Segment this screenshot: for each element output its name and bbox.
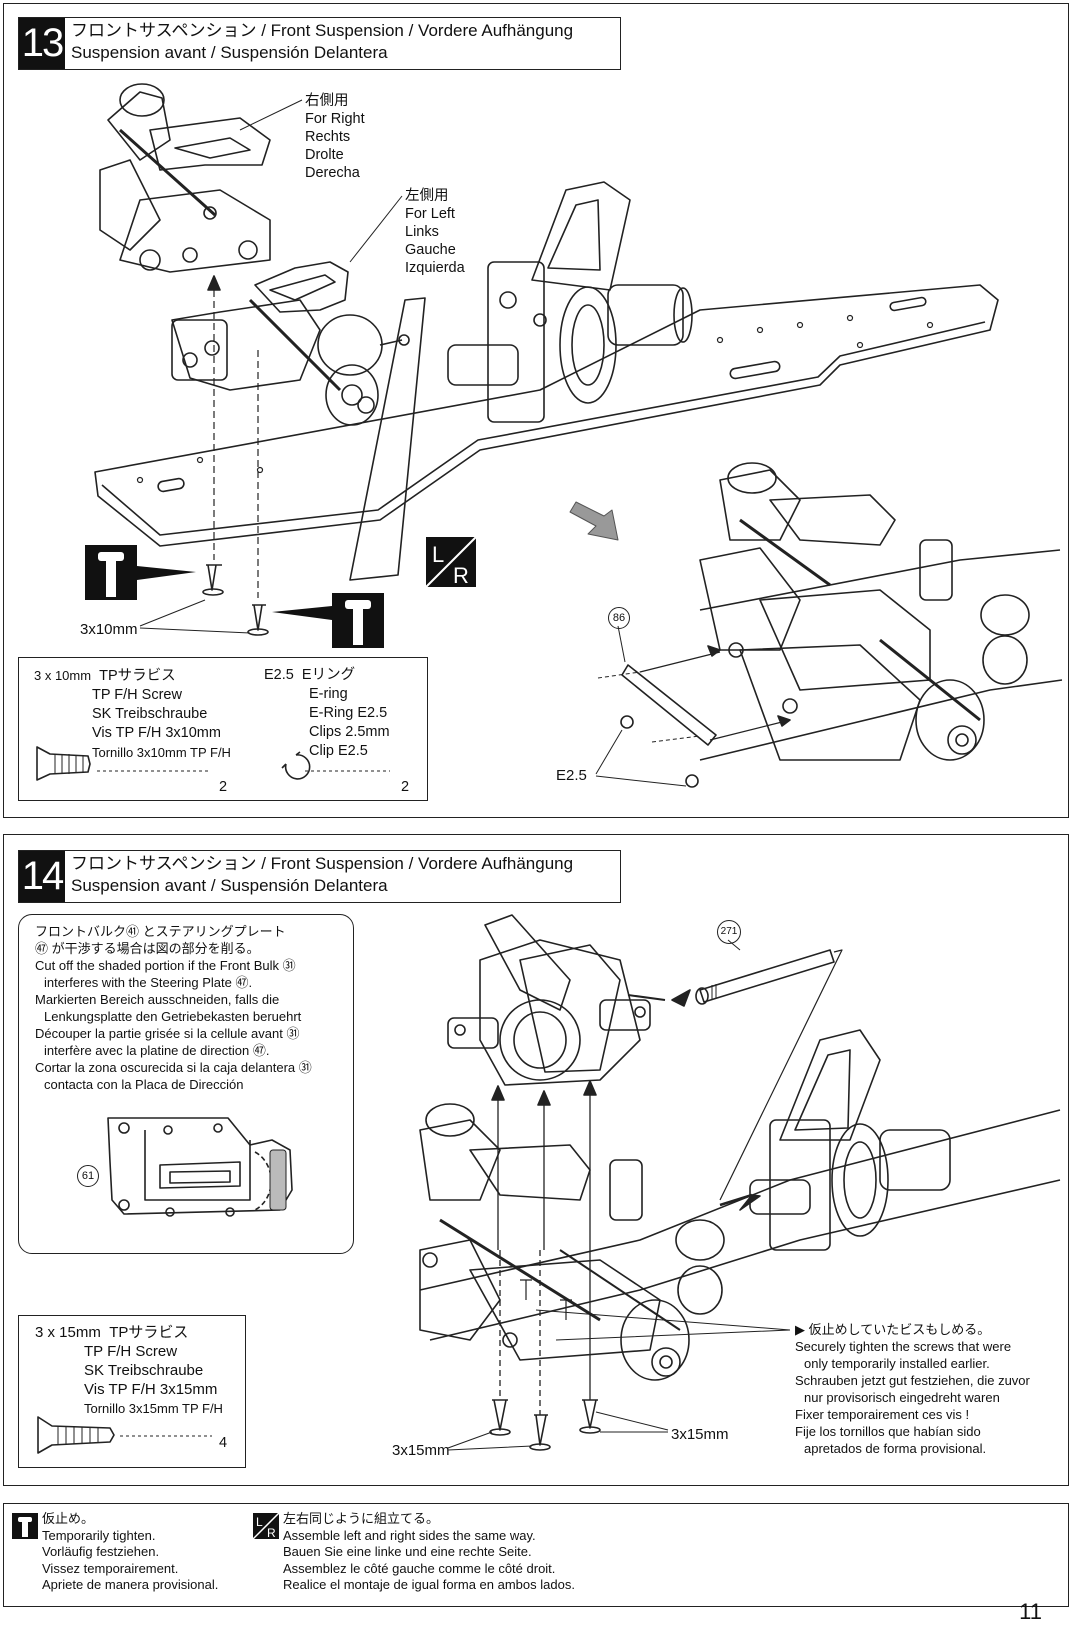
step-14-title-line1: フロントサスペンション / Front Suspension / Vordere…	[71, 854, 574, 873]
legend-lr-icon: L R	[252, 1512, 280, 1540]
center-gearbox-13	[447, 181, 693, 423]
screw-callout-right: 3x15mm	[671, 1426, 729, 1443]
part-271-badge: 271	[717, 920, 741, 944]
front-bulk-14	[447, 914, 691, 1086]
legend-lr: 左右同じように組立てる。 Assemble left and right sid…	[283, 1511, 575, 1592]
screw-callout-left: 3x15mm	[392, 1442, 450, 1459]
svg-text:L: L	[432, 542, 444, 567]
svg-text:L: L	[256, 1515, 263, 1529]
right-suspension-exploded	[99, 83, 271, 273]
screws-13	[139, 564, 269, 636]
part-61-badge: 61	[77, 1165, 99, 1187]
assembled-front-13	[699, 462, 1063, 761]
chassis-plate-13	[94, 284, 999, 547]
legend-temp-tighten: 仮止め。 Temporarily tighten. Vorläufig fest…	[42, 1511, 219, 1592]
ering-qty: 2	[401, 779, 410, 795]
step-14-number: 14	[19, 851, 65, 902]
step-13-panel	[3, 3, 1069, 818]
chassis-plate-14	[419, 1029, 1061, 1341]
part-86-badge: 86	[608, 607, 630, 629]
screw-3x15-info: 3 x 15mm TPサラビス TP F/H Screw SK Treibsch…	[35, 1324, 223, 1416]
step-13-header: 13 フロントサスペンション / Front Suspension / Vord…	[18, 17, 621, 70]
svg-text:R: R	[453, 563, 469, 588]
link-86	[595, 625, 791, 788]
screw-qty: 2	[219, 779, 228, 795]
screw-icon-3x10	[36, 746, 210, 781]
step-13-title-line1: フロントサスペンション / Front Suspension / Vordere…	[71, 21, 574, 40]
cut-note-box: フロントバルク㊶ とステアリングプレート ㊼ が干渉する場合は図の部分を削る。 …	[18, 914, 354, 1254]
eclip-callout: E2.5	[556, 767, 587, 784]
screw-icon-3x15	[37, 1416, 212, 1454]
legend-temp-icon	[12, 1513, 38, 1539]
steering-plate-13	[349, 297, 426, 581]
svg-text:R: R	[267, 1526, 276, 1540]
screw-3x10-info: 3 x 10mm TPサラビス TP F/H Screw SK Treibsch…	[34, 668, 231, 760]
cut-note-text: フロントバルク㊶ とステアリングプレート ㊼ が干渉する場合は図の部分を削る。 …	[35, 924, 312, 1092]
step-14-panel	[3, 834, 1069, 1486]
right-side-label: 右側用 For Right Rechts Drolte Derecha	[305, 93, 365, 181]
lr-icon-13: L R	[425, 536, 477, 588]
ering-icon	[281, 751, 390, 780]
page-number: 11	[1019, 1599, 1042, 1624]
screw-callout-3x10: 3x10mm	[80, 621, 138, 638]
shaft-271	[695, 939, 843, 1201]
screw-3x15-qty: 4	[219, 1435, 228, 1451]
step-14-title-line2: Suspension avant / Suspensión Delantera	[71, 876, 388, 895]
front-suspension-14	[419, 1103, 725, 1381]
tighten-note: ▶ 仮止めしていたビスもしめる。 Securely tighten the sc…	[795, 1322, 1030, 1456]
grey-arrow-13	[569, 501, 619, 541]
legend-panel	[3, 1503, 1069, 1607]
step-13-parts-box: 3 x 10mm TPサラビス TP F/H Screw SK Treibsch…	[18, 657, 428, 801]
ering-info: E2.5 Eリング E-ring E-Ring E2.5 Clips 2.5mm…	[264, 667, 390, 759]
left-side-label: 左側用 For Left Links Gauche Izquierda	[405, 188, 465, 276]
screws-14	[447, 1279, 791, 1451]
left-suspension-on-chassis	[171, 261, 410, 426]
step-13-number: 13	[19, 18, 65, 69]
step-13-title-line2: Suspension avant / Suspensión Delantera	[71, 43, 388, 62]
front-bulk-cut-detail	[107, 1117, 293, 1217]
step-14-parts-box: 3 x 15mm TPサラビス TP F/H Screw SK Treibsch…	[18, 1315, 246, 1468]
step-14-header: 14 フロントサスペンション / Front Suspension / Vord…	[18, 850, 621, 903]
